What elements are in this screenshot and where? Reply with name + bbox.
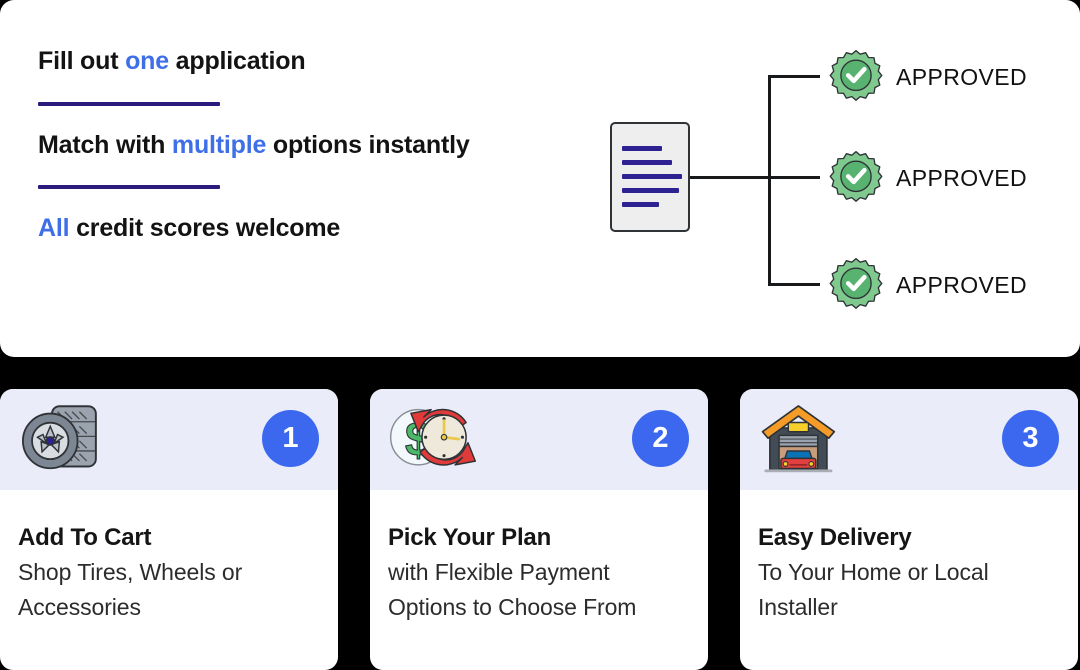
step-card-2[interactable]: $ xyxy=(370,389,708,670)
hero-line-1-accent: one xyxy=(125,47,169,75)
step-number-badge-2: 2 xyxy=(632,410,689,467)
step-card-2-header: $ xyxy=(370,389,708,490)
application-document-icon xyxy=(610,122,690,232)
approval-row-2: APPROVED xyxy=(828,148,1027,208)
step-card-1[interactable]: 1 Add To Cart Shop Tires, Wheels or Acce… xyxy=(0,389,338,670)
hero-line-3-accent: All xyxy=(38,214,70,242)
approved-seal-icon xyxy=(828,49,884,105)
hero-line-2-pre: Match with xyxy=(38,130,172,159)
doc-text-line xyxy=(622,202,659,207)
step-card-2-title: Pick Your Plan xyxy=(388,524,552,551)
step-card-3-title: Easy Delivery xyxy=(758,524,912,551)
dollar-clock-icon: $ xyxy=(387,399,479,481)
step-card-3-body: Easy Delivery To Your Home or Local Inst… xyxy=(740,490,1078,626)
approval-row-3: APPROVED xyxy=(828,255,1027,315)
approval-row-1: APPROVED xyxy=(828,47,1027,107)
step-number-badge-3: 3 xyxy=(1002,410,1059,467)
approved-seal-icon xyxy=(828,257,884,313)
connector-branch-top xyxy=(768,75,820,78)
step-card-3-header: 3 xyxy=(740,389,1078,490)
hero-text-block: Fill out one application Match with mult… xyxy=(38,44,558,247)
doc-text-line xyxy=(622,160,672,165)
garage-car-icon xyxy=(757,399,849,481)
connector-vertical-spine xyxy=(768,75,771,286)
step-card-3-subtitle: To Your Home or Local Installer xyxy=(758,558,989,621)
doc-text-line xyxy=(622,188,679,193)
approved-label: APPROVED xyxy=(896,164,1028,191)
connector-trunk-horizontal xyxy=(690,176,770,179)
connector-branch-middle xyxy=(768,176,820,179)
approved-label: APPROVED xyxy=(896,63,1028,90)
hero-line-1-post: application xyxy=(168,47,306,75)
doc-text-line xyxy=(622,146,662,151)
hero-line-1: Fill out one application xyxy=(38,44,558,80)
hero-line-2: Match with multiple options instantly xyxy=(38,128,558,164)
hero-line-2-post: options instantly xyxy=(266,130,470,159)
step-card-1-body: Add To Cart Shop Tires, Wheels or Access… xyxy=(0,490,338,626)
hero-divider-1 xyxy=(38,101,220,106)
step-card-1-header: 1 xyxy=(0,389,338,490)
hero-line-3-post: credit scores welcome xyxy=(69,214,341,242)
step-card-2-body: Pick Your Plan with Flexible Payment Opt… xyxy=(370,490,708,626)
hero-divider-2 xyxy=(38,185,220,189)
connector-branch-bottom xyxy=(768,283,820,286)
hero-panel: Fill out one application Match with mult… xyxy=(0,0,1080,357)
step-card-2-subtitle: with Flexible Payment Options to Choose … xyxy=(388,558,637,621)
step-card-3[interactable]: 3 Easy Delivery To Your Home or Local In… xyxy=(740,389,1078,670)
approved-label: APPROVED xyxy=(896,271,1028,298)
steps-card-row: 1 Add To Cart Shop Tires, Wheels or Acce… xyxy=(0,389,1080,670)
approval-diagram: APPROVED APPROVED xyxy=(560,0,1080,357)
hero-line-3: All credit scores welcome xyxy=(38,211,558,247)
doc-text-line xyxy=(622,174,682,179)
step-card-1-title: Add To Cart xyxy=(18,524,152,551)
step-card-1-subtitle: Shop Tires, Wheels or Accessories xyxy=(18,558,243,621)
tire-stack-icon xyxy=(17,399,109,481)
approved-seal-icon xyxy=(828,150,884,206)
hero-line-2-accent: multiple xyxy=(171,130,267,159)
hero-line-1-pre: Fill out xyxy=(38,47,126,75)
step-number-badge-1: 1 xyxy=(262,410,319,467)
